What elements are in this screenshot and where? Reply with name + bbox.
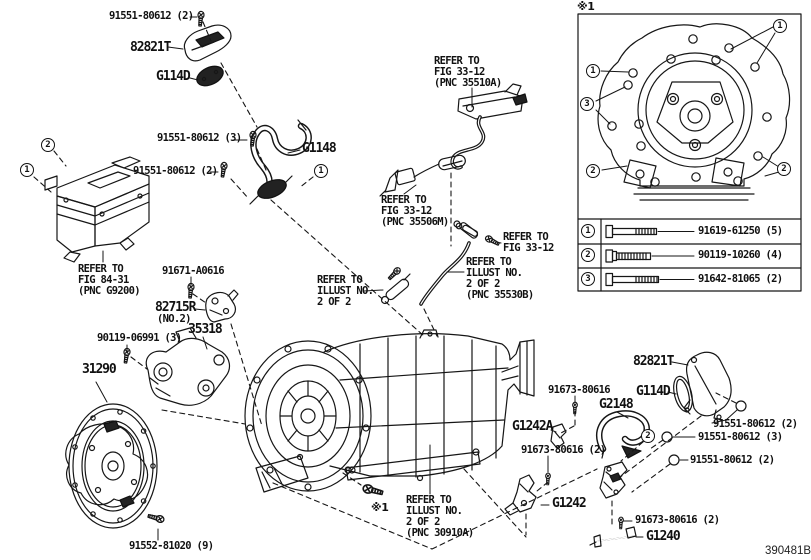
label-bracket-g1242a: G1242A [512, 419, 553, 434]
label-pipe-g1240: G1240 [646, 529, 681, 544]
legend-row2-callout: 2 [581, 248, 595, 262]
label-bracket-g1242: G1242 [552, 496, 587, 511]
fastener-legend-box [577, 13, 802, 292]
label-refer-35510a: REFER TO FIG 33-12 (PNC 35510A) [434, 55, 502, 89]
label-refer-30910a: REFER TO ILLUST NO. 2 OF 2 (PNC 30910A) [406, 494, 474, 539]
label-refer-fig-84-31: REFER TO FIG 84-31 (PNC G9200) [78, 263, 141, 297]
cable-assembly-35510a [379, 83, 528, 197]
bracket-82715r [205, 289, 239, 323]
label-bolt-91551-r2: 91551-80612 (2) [690, 454, 775, 466]
pipe-g1240 [589, 526, 637, 548]
oring-g114d-right [673, 375, 693, 413]
label-pump-35318: 35318 [188, 322, 223, 337]
label-bolt-91551-r1: 91551-80612 (2) [713, 418, 798, 430]
hose-g2148 [596, 410, 650, 459]
figure-id: 390481B [765, 545, 811, 557]
footnote-marker-top: ※1 [577, 0, 595, 13]
label-refer-35506m: REFER TO FIG 33-12 (PNC 35506M) [381, 194, 449, 228]
bolt-icon-row1 [605, 224, 695, 239]
label-bolt-91671-a0616: 91671-A0616 [162, 265, 225, 277]
label-refer-35530b: REFER TO ILLUST NO. 2 OF 2 (PNC 35530B) [466, 256, 534, 301]
inverter-assembly [44, 156, 150, 263]
clamp-g1148 [249, 119, 312, 205]
callout-2-right-cluster: 2 [641, 429, 655, 443]
callout-1-housing-right: 1 [773, 19, 787, 33]
label-bracket-82821t-top: 82821T [130, 40, 171, 55]
bracket-82821t-top [183, 24, 232, 62]
sensor-35530b [380, 220, 479, 306]
label-bracket-82715r-note: (NO.2) [157, 313, 191, 325]
label-bolt-91673-a: 91673-80616 [548, 384, 611, 396]
legend-row3-callout: 3 [581, 272, 595, 286]
label-refer-33-12: REFER TO FIG 33-12 [503, 231, 554, 254]
leader-lines [95, 16, 738, 541]
label-bracket-82821t-right: 82821T [633, 354, 674, 369]
legend-row1-part-number: 91619-61250 (5) [698, 225, 783, 237]
label-bolt-91552-81020: 91552-81020 (9) [129, 540, 214, 552]
label-bolt-91551-r3: 91551-80612 (3) [698, 431, 783, 443]
bolt-icon-row2 [605, 249, 695, 263]
label-bolt-91551-80612-x2-left: 91551-80612 (2) [133, 165, 218, 177]
label-bolt-91673-b: 91673-80616 (2) [521, 444, 606, 456]
bracket-g1242 [504, 474, 537, 516]
bolt-head-circles [661, 400, 747, 466]
label-clamp-g1148: G1148 [302, 141, 337, 156]
callout-1-housing-left: 1 [586, 64, 600, 78]
screw-icons [121, 10, 624, 530]
callout-1-g1148: 1 [314, 164, 328, 178]
callout-2-inverter: 2 [41, 138, 55, 152]
bracket-under-hose [599, 461, 628, 499]
transmission-assembly [244, 329, 535, 493]
label-oring-g114d-right: G114D [636, 384, 671, 399]
footnote-marker-bottom: ※1 [371, 501, 389, 514]
legend-row2-part-number: 90119-10260 (4) [698, 249, 783, 261]
label-flywheel-31290: 31290 [82, 362, 117, 377]
dashed-links [33, 21, 737, 550]
label-refer-illust-mid: REFER TO ILLUST NO. 2 OF 2 [317, 274, 374, 308]
legend-row1-callout: 1 [581, 224, 595, 238]
callout-2-housing-right: 2 [777, 162, 791, 176]
gasket-g114d-top [196, 65, 224, 87]
bolt-icon-row3 [605, 272, 695, 287]
label-bolt-91551-80612-x3-left: 91551-80612 (3) [157, 132, 242, 144]
bracket-82821t-right [683, 351, 732, 421]
label-bolt-91673-c: 91673-80616 (2) [635, 514, 720, 526]
pump-35318 [145, 327, 231, 406]
callout-1-inverter: 1 [20, 163, 34, 177]
label-bolt-91551-80612-top: 91551-80612 (2) [109, 10, 194, 22]
label-gasket-g114d-top: G114D [156, 69, 191, 84]
label-bracket-82715r: 82715R [155, 300, 196, 315]
bracket-g1242a [550, 423, 567, 449]
legend-row3-part-number: 91642-81065 (2) [698, 273, 783, 285]
label-bolt-90119-06991: 90119-06991 (3) [97, 332, 182, 344]
callout-3-housing: 3 [580, 97, 594, 111]
label-hose-g2148: G2148 [599, 397, 634, 412]
callout-2-housing-left: 2 [586, 164, 600, 178]
bell-housing-rear-view [595, 23, 791, 201]
flywheel-31290 [65, 403, 158, 529]
